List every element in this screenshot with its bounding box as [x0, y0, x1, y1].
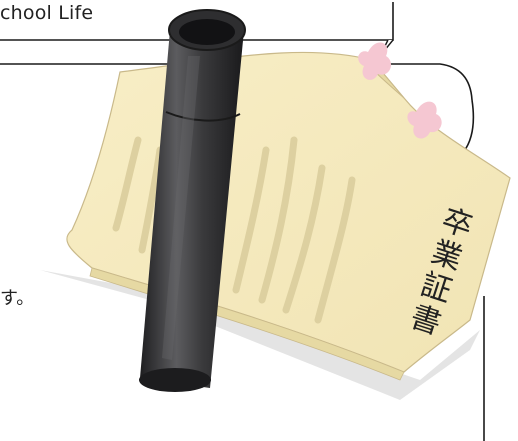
- certificate-paper: [66, 51, 511, 381]
- speech-bubble-frame: [0, 2, 485, 441]
- cherry-petal-icon: [358, 42, 442, 139]
- diploma-tube-icon: [139, 9, 246, 392]
- body-text-fragment: す。: [0, 288, 35, 309]
- caption-text: chool Life: [0, 2, 94, 24]
